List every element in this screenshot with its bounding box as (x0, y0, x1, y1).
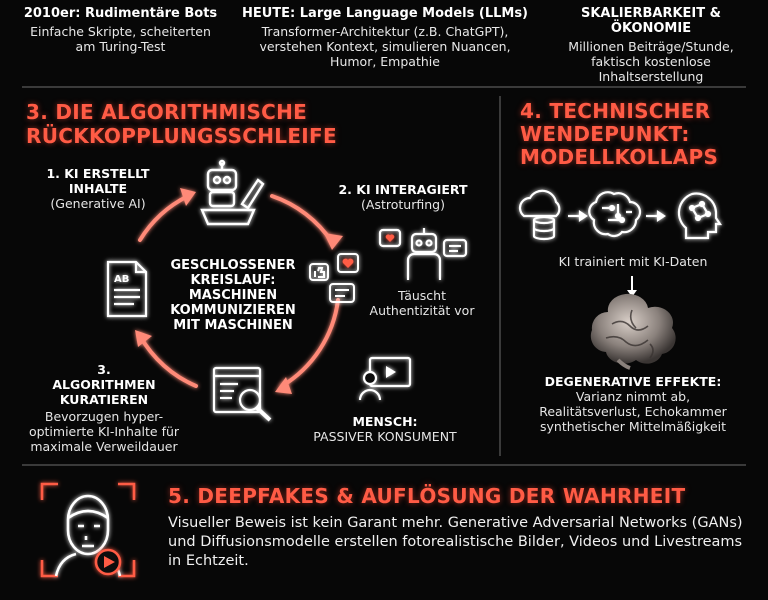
loop-center-label: GESCHLOSSENER KREISLAUF: MASCHINEN KOMMU… (168, 258, 298, 333)
divider-vertical (499, 96, 501, 456)
cloud-database-icon (518, 189, 561, 218)
top-col-llms-heading: HEUTE: Large Language Models (LLMs) (241, 6, 529, 21)
top-col-bots: 2010er: Rudimentäre Bots Einfache Skript… (8, 6, 233, 54)
top-col-bots-heading: 2010er: Rudimentäre Bots (23, 6, 218, 21)
robot-writing-icon (200, 159, 265, 226)
model-collapse-chain (518, 189, 723, 241)
step2-note: Täuscht Authentizität vor (360, 288, 484, 318)
robot-social-icon (378, 228, 468, 280)
collapse-caption-text: KI trainiert mit KI-Daten (558, 254, 708, 269)
top-col-bots-body: Einfache Skripte, scheiterten am Turing-… (30, 24, 211, 54)
divider-bottom (22, 464, 746, 466)
effects-body: Varianz nimmt ab, Realitätsverlust, Echo… (539, 389, 727, 434)
effects-heading: DEGENERATIVE EFFEKTE: (544, 374, 722, 389)
effects-label: DEGENERATIVE EFFEKTE: Varianz nimmt ab, … (514, 374, 752, 434)
collapse-caption: KI trainiert mit KI-Daten (520, 254, 746, 269)
face-scan-icon (40, 482, 136, 578)
top-col-llms-body: Transformer-Architektur (z.B. ChatGPT), … (259, 24, 511, 69)
deepfake-section-title: 5. DEEPFAKES & AUFLÖSUNG DER WAHRHEIT (168, 484, 686, 508)
collapse-section-title: 4. TECHNISCHER WENDEPUNKT: MODELLKOLLAPS (520, 99, 719, 169)
top-col-scale-heading: SKALIERBARKEIT & ÖKONOMIE (580, 6, 721, 36)
collapse-down-arrow (627, 276, 637, 297)
person-screen-icon (358, 356, 412, 401)
step2-body: (Astroturfing) (361, 197, 445, 212)
svg-text:AB: AB (114, 274, 129, 285)
top-col-scale-body: Millionen Beiträge/Stunde, faktisch kost… (568, 39, 734, 84)
magnifier-screen-icon (212, 366, 272, 422)
degraded-brain-icon (590, 293, 676, 370)
top-col-scale: SKALIERBARKEIT & ÖKONOMIE Millionen Beit… (540, 6, 762, 84)
social-reactions-icon (309, 253, 359, 303)
top-col-llms: HEUTE: Large Language Models (LLMs) Tran… (240, 6, 530, 69)
step2-note-text: Täuscht Authentizität vor (369, 288, 475, 318)
step2-heading: 2. KI INTERAGIERT (338, 182, 468, 197)
step2-label: 2. KI INTERAGIERT (Astroturfing) (328, 182, 478, 212)
human-label: MENSCH: PASSIVER KONSUMENT (300, 414, 470, 444)
deepfake-body: Visueller Beweis ist kein Garant mehr. G… (168, 515, 743, 569)
step1-label: 1. KI ERSTELLT INHALTE (Generative AI) (18, 166, 178, 211)
document-ai-icon: AB (106, 260, 148, 318)
loop-section-title: 3. DIE ALGORITHMISCHE RÜCKKOPPLUNGSSCHLE… (26, 100, 337, 148)
step1-heading: 1. KI ERSTELLT INHALTE (46, 166, 150, 196)
step1-body: (Generative AI) (50, 196, 146, 211)
loop-center-text: GESCHLOSSENER KREISLAUF: MASCHINEN KOMMU… (170, 258, 296, 333)
brain-network-icon (588, 191, 642, 238)
divider-top (22, 86, 746, 88)
step3-body: Bevorzugen hyper-optimierte KI-Inhalte f… (28, 409, 180, 454)
step3-heading: 3. ALGORITHMEN KURATIEREN (52, 362, 156, 407)
human-body: PASSIVER KONSUMENT (313, 429, 457, 444)
step3-label: 3. ALGORITHMEN KURATIEREN Bevorzugen hyp… (14, 362, 194, 454)
human-heading: MENSCH: (352, 414, 418, 429)
play-icon (94, 548, 122, 576)
